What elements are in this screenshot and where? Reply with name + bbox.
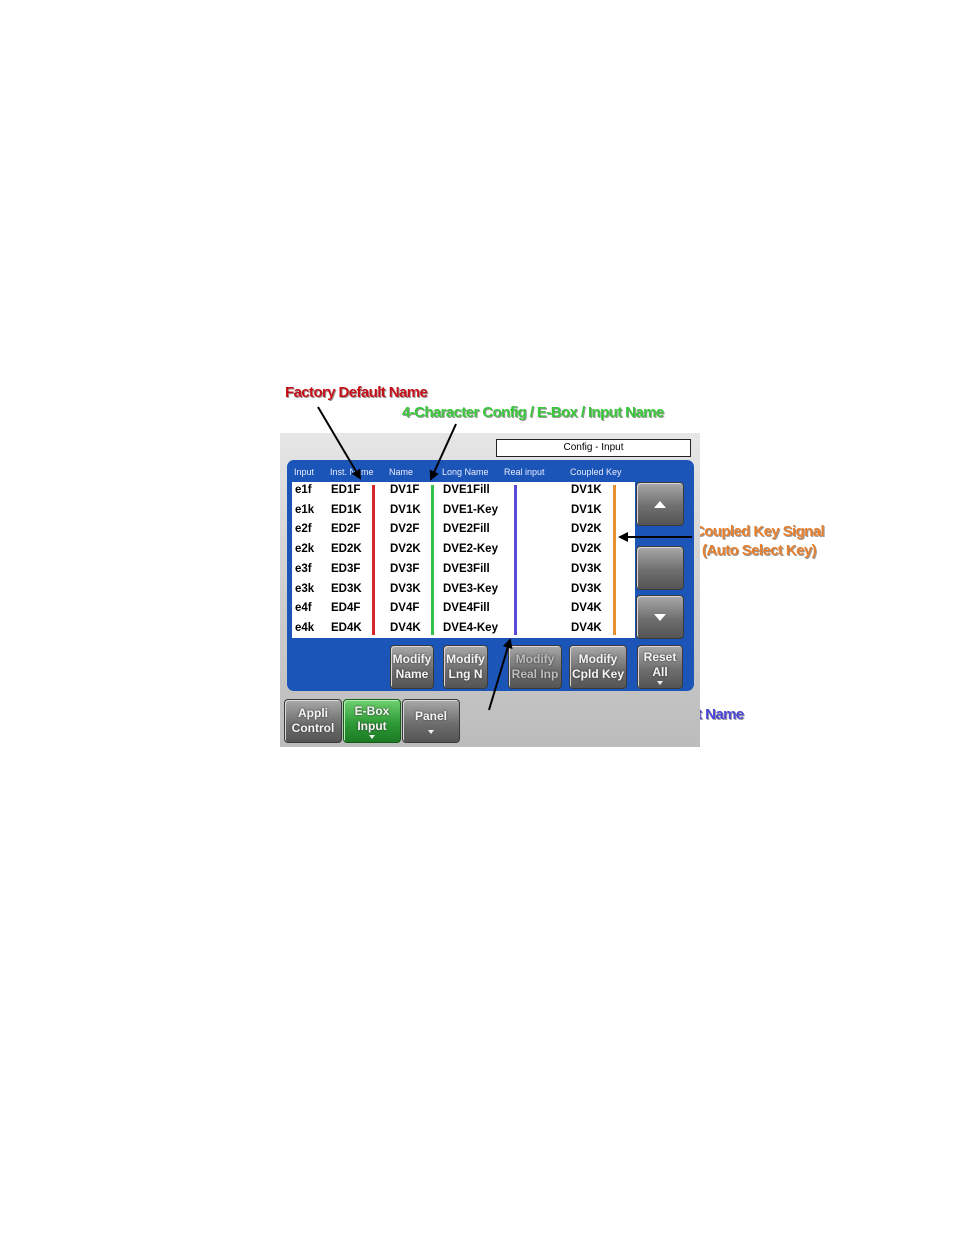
modify-name-label-1: Modify — [392, 652, 432, 666]
cell-input: e4f — [295, 602, 312, 615]
header-input: Input — [294, 467, 315, 477]
callout-factory-default-name: Factory Default Name — [285, 384, 428, 401]
input-list-area: Input Inst. Name Name Long Name Real inp… — [287, 460, 694, 691]
cell-name: DV4K — [390, 621, 421, 634]
modify-real-label-1: Modify — [515, 652, 555, 666]
menu-title: Config - Input — [496, 439, 691, 457]
submenu-triangle-icon — [428, 729, 434, 734]
table-row[interactable]: e4f ED4F DV4F DVE4Fill DV4K — [292, 602, 635, 620]
cell-coupled: DV4K — [571, 602, 602, 615]
cell-long: DVE4Fill — [443, 602, 490, 615]
submenu-triangle-icon — [657, 680, 663, 685]
config-input-panel: Config - Input Input Inst. Name Name Lon… — [280, 433, 700, 747]
header-real-input: Real input — [504, 467, 545, 477]
modify-cpld-label-2: Cpld Key — [571, 667, 624, 681]
callout-coupled-line-2: (Auto Select Key) — [702, 542, 817, 559]
cell-name: DV3F — [390, 562, 420, 575]
cell-name: DV1F — [390, 484, 420, 496]
cell-input: e4k — [295, 621, 315, 634]
cell-input: e1f — [295, 484, 312, 496]
scroll-down-button[interactable] — [636, 595, 684, 639]
header-long-name: Long Name — [442, 467, 489, 477]
modify-coupled-key-button[interactable]: Modify Cpld Key — [569, 645, 627, 689]
cell-coupled: DV3K — [571, 582, 602, 595]
cell-inst: ED1K — [331, 503, 362, 516]
cell-inst: ED1F — [331, 484, 361, 496]
tab-panel[interactable]: Panel — [402, 699, 460, 743]
cell-coupled: DV3K — [571, 562, 602, 575]
reset-all-label-2: All — [652, 664, 668, 679]
header-inst-name: Inst. Name — [330, 467, 374, 477]
arrow-up-icon — [654, 500, 666, 508]
modify-name-button[interactable]: Modify Name — [390, 645, 434, 689]
table-row[interactable]: e1f ED1F DV1F DVE1Fill DV1K — [292, 484, 635, 502]
tab-appli-label-2: Control — [291, 721, 335, 735]
cell-inst: ED4K — [331, 621, 362, 634]
cell-coupled: DV2K — [571, 543, 602, 556]
scroll-up-button[interactable] — [636, 482, 684, 526]
cell-long: DVE4-Key — [443, 621, 498, 634]
cell-inst: ED4F — [331, 602, 361, 615]
tab-ebox-label-2: Input — [357, 718, 387, 733]
modify-real-label-2: Real Inp — [511, 667, 559, 681]
cell-long: DVE3Fill — [443, 562, 490, 575]
cell-name: DV2F — [390, 523, 420, 536]
header-coupled-key: Coupled Key — [570, 467, 622, 477]
table-row[interactable]: e3f ED3F DV3F DVE3Fill DV3K — [292, 563, 635, 581]
cell-inst: ED2F — [331, 523, 361, 536]
name-bar — [431, 485, 434, 635]
reset-all-button[interactable]: Reset All — [637, 645, 683, 689]
cell-coupled: DV1K — [571, 484, 602, 496]
scroll-track-button[interactable] — [636, 546, 684, 590]
table-row[interactable]: e1k ED1K DV1K DVE1-Key DV1K — [292, 504, 635, 522]
cell-name: DV3K — [390, 582, 421, 595]
table-row[interactable]: e4k ED4K DV4K DVE4-Key DV4K — [292, 622, 635, 640]
table-row[interactable]: e3k ED3K DV3K DVE3-Key DV3K — [292, 583, 635, 601]
table-row[interactable]: e2f ED2F DV2F DVE2Fill DV2K — [292, 523, 635, 541]
tab-ebox-label-1: E-Box — [354, 703, 390, 718]
modify-lng-label-1: Modify — [446, 652, 485, 666]
header-name: Name — [389, 467, 414, 477]
modify-cpld-label-1: Modify — [578, 652, 618, 666]
callout-coupled-key-signal: Coupled Key Signal (Auto Select Key) — [694, 522, 825, 560]
tab-ebox-input[interactable]: E-Box Input — [343, 699, 401, 743]
reset-all-label-1: Reset — [643, 649, 677, 664]
cell-input: e1k — [295, 503, 315, 516]
tab-appli-label-1: Appli — [298, 706, 328, 720]
cell-coupled: DV1K — [571, 503, 602, 516]
cell-input: e3k — [295, 582, 315, 595]
cell-input: e3f — [295, 562, 312, 575]
cell-coupled: DV4K — [571, 621, 602, 634]
table-row[interactable]: e2k ED2K DV2K DVE2-Key DV2K — [292, 543, 635, 561]
tab-panel-label: Panel — [414, 708, 447, 723]
cell-name: DV2K — [390, 543, 421, 556]
modify-name-label-2: Name — [395, 667, 429, 681]
cell-long: DVE2-Key — [443, 543, 498, 556]
tab-appli-control[interactable]: Appli Control — [284, 699, 342, 743]
modify-lng-label-2: Lng N — [448, 667, 483, 681]
cell-name: DV1K — [390, 503, 421, 516]
long-name-bar — [514, 485, 517, 635]
cell-long: DVE1Fill — [443, 484, 490, 496]
cell-name: DV4F — [390, 602, 420, 615]
cell-inst: ED2K — [331, 543, 362, 556]
inst-name-bar — [372, 485, 375, 635]
cell-long: DVE3-Key — [443, 582, 498, 595]
callout-four-character-name: 4-Character Config / E-Box / Input Name — [402, 404, 664, 421]
cell-input: e2k — [295, 543, 315, 556]
cell-inst: ED3K — [331, 582, 362, 595]
arrow-down-icon — [654, 613, 666, 621]
callout-coupled-line-1: Coupled Key Signal — [694, 523, 825, 540]
cell-inst: ED3F — [331, 562, 361, 575]
modify-long-name-button[interactable]: Modify Lng N — [443, 645, 488, 689]
cell-long: DVE2Fill — [443, 523, 490, 536]
cell-coupled: DV2K — [571, 523, 602, 536]
submenu-triangle-icon — [369, 734, 375, 739]
cell-long: DVE1-Key — [443, 503, 498, 516]
coupled-key-bar — [613, 485, 616, 635]
cell-input: e2f — [295, 523, 312, 536]
modify-real-input-button[interactable]: Modify Real Inp — [508, 645, 562, 689]
